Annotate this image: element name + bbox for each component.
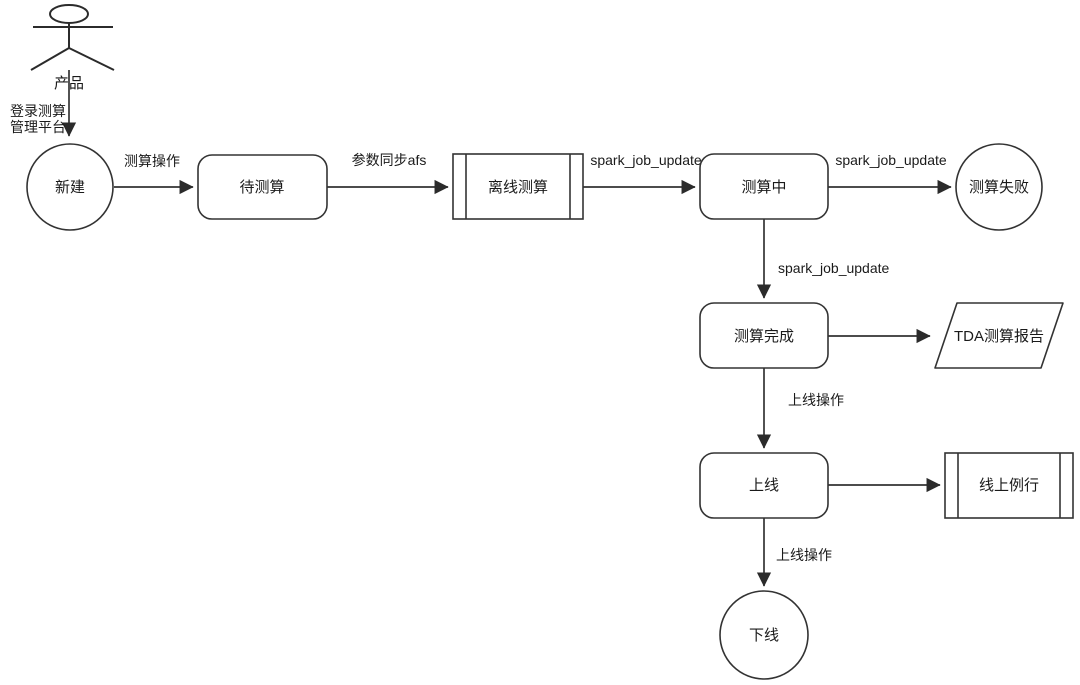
node-calc-complete-shape [699, 302, 829, 369]
node-go-offline-shape [719, 590, 809, 680]
node-calc-failed-shape [955, 143, 1043, 231]
node-label: 下线 [749, 627, 779, 644]
node-tda-report: TDA测算报告 [934, 302, 1064, 369]
node-label: TDA测算报告 [954, 327, 1044, 345]
node-tda-report-shape [934, 302, 1064, 369]
edge-calculating-to-calc-complete: spark_job_update [756, 219, 890, 299]
node-label: 待测算 [239, 178, 284, 196]
edge-calc-complete-to-go-online: 上线操作 [756, 368, 844, 449]
node-calculating-shape [699, 153, 829, 220]
edge-label: 测算操作 [124, 153, 180, 169]
edge-label-login-line1: 登录测算 [10, 103, 66, 119]
edge-label: spark_job_update [590, 152, 702, 168]
node-online-routine: 线上例行 [944, 452, 1074, 519]
edge-label: spark_job_update [835, 152, 947, 168]
node-online-routine-shape [944, 452, 1074, 519]
node-calc-complete: 测算完成 [699, 302, 829, 369]
node-go-offline: 下线 [719, 590, 809, 680]
edge-label: 上线操作 [788, 392, 844, 408]
node-pending-calc: 待测算 [197, 154, 328, 220]
node-calculating: 测算中 [699, 153, 829, 220]
edge-calculating-to-calc-failed: spark_job_update [828, 152, 952, 195]
actor-left-leg [30, 47, 70, 71]
edge-label-login-line2: 管理平台 [10, 119, 66, 135]
actor-name-label: 产品 [54, 75, 84, 92]
actor-head [49, 4, 89, 24]
edge-pending-to-offline-calc: 参数同步afs [327, 152, 449, 195]
node-calc-failed: 测算失败 [955, 143, 1043, 231]
edge-go-online-to-go-offline: 上线操作 [756, 518, 832, 587]
edge-offline-calc-to-calculating: spark_job_update [583, 152, 702, 195]
actor-right-leg [68, 47, 115, 71]
node-label: 测算完成 [734, 327, 794, 345]
actor-product [30, 4, 115, 71]
node-go-online: 上线 [699, 452, 829, 519]
node-label: 离线测算 [488, 178, 548, 196]
node-label: 线上例行 [979, 477, 1039, 494]
node-offline-calc-shape [452, 153, 584, 220]
edge-new-to-pending: 测算操作 [114, 153, 194, 195]
node-label: 测算失败 [969, 178, 1029, 196]
edge-label: 参数同步afs [352, 152, 427, 168]
node-new-shape [26, 143, 114, 231]
node-label: 上线 [749, 477, 779, 494]
node-label: 新建 [55, 179, 85, 196]
edge-label: spark_job_update [778, 260, 890, 276]
node-new: 新建 [26, 143, 114, 231]
node-label: 测算中 [741, 178, 786, 196]
edge-label: 上线操作 [776, 547, 832, 563]
node-go-online-shape [699, 452, 829, 519]
node-offline-calc: 离线测算 [452, 153, 584, 220]
node-pending-calc-shape [197, 154, 328, 220]
